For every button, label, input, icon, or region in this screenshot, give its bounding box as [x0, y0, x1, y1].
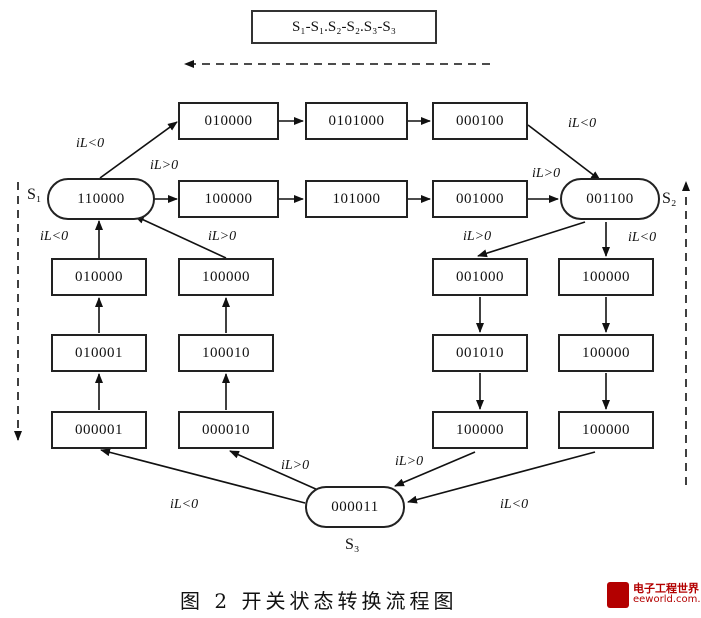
node-100000-right-2: 100000 — [558, 334, 654, 372]
logo-url: eeworld.com.cn — [633, 594, 701, 605]
node-000010: 000010 — [178, 411, 274, 449]
state-label-s2: S₂ — [662, 190, 677, 207]
edge-000100-001100 — [527, 124, 601, 181]
edge-label-7: iL>0 — [463, 229, 492, 244]
edge-001100-001000r — [477, 221, 586, 258]
node-100000-right-3: 100000 — [432, 411, 528, 449]
edge-000011-000001 — [100, 448, 306, 504]
node-010000-top: 010000 — [178, 102, 279, 140]
state-label-s3: S₃ — [345, 536, 360, 553]
edge-label-11: iL<0 — [170, 497, 199, 512]
figure-caption: 图 2 开关状态转换流程图 — [180, 589, 458, 613]
node-001000-right: 001000 — [432, 258, 528, 296]
node-100010: 100010 — [178, 334, 274, 372]
edge-label-4: iL>0 — [532, 166, 561, 181]
node-0101000: 0101000 — [305, 102, 408, 140]
edge-label-6: iL>0 — [208, 229, 237, 244]
node-110000: 110000 — [47, 178, 155, 220]
node-100000-left: 100000 — [178, 258, 274, 296]
state-label-s1: S₁ — [27, 186, 42, 203]
node-100000-right-4: 100000 — [558, 411, 654, 449]
edge-label-3: iL<0 — [568, 116, 597, 131]
node-000001: 000001 — [51, 411, 147, 449]
edge-110000-010000t — [99, 121, 178, 179]
edge-label-2: iL>0 — [150, 158, 179, 173]
edge-100000rr3-000011 — [407, 451, 596, 504]
node-001000-mid: 001000 — [432, 180, 528, 218]
node-001010: 001010 — [432, 334, 528, 372]
node-000100: 000100 — [432, 102, 528, 140]
logo-mark-icon — [607, 582, 629, 608]
edge-label-1: iL<0 — [76, 136, 105, 151]
edge-000011-000010 — [229, 450, 319, 491]
edge-100000l2-110000 — [134, 215, 227, 259]
node-100000-right: 100000 — [558, 258, 654, 296]
logo-title: 电子工程世界 — [633, 582, 699, 595]
node-001100: 001100 — [560, 178, 660, 220]
edge-label-10: iL>0 — [395, 454, 424, 469]
state-sequence-box: S₁-S₁.S₂-S₂.S₃-S₃ — [251, 10, 437, 44]
node-100000-mid: 100000 — [178, 180, 279, 218]
eeworld-logo: 电子工程世界 eeworld.com.cn — [607, 580, 701, 614]
node-010000-left: 010000 — [51, 258, 147, 296]
edge-label-12: iL<0 — [500, 497, 529, 512]
edge-label-9: iL>0 — [281, 458, 310, 473]
edge-label-8: iL<0 — [628, 230, 657, 245]
node-000011: 000011 — [305, 486, 405, 528]
node-010001: 010001 — [51, 334, 147, 372]
edge-label-5: iL<0 — [40, 229, 69, 244]
edge-100000r3-000011 — [394, 451, 476, 487]
node-101000: 101000 — [305, 180, 408, 218]
